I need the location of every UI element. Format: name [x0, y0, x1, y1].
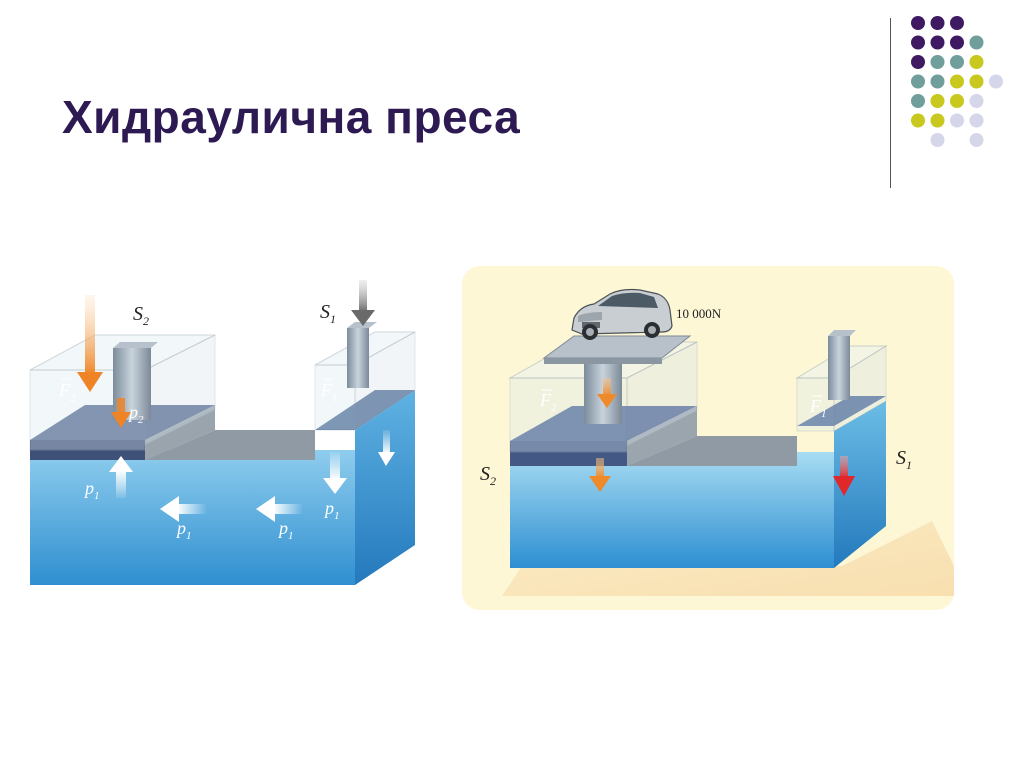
- decorative-dot: [950, 113, 964, 128]
- decorative-dot: [950, 74, 964, 89]
- decorative-dot: [930, 55, 945, 69]
- decorative-dot: [930, 16, 945, 30]
- label-p1-up: p1: [83, 478, 100, 502]
- decorative-dot: [950, 16, 964, 30]
- label-p2: p2: [127, 402, 144, 426]
- hydraulic-press-diagram-right: 10 000N F2 F1 S2 S1: [462, 266, 954, 610]
- decorative-dot: [950, 94, 964, 108]
- decorative-dot: [969, 35, 984, 50]
- decorative-dot: [969, 55, 984, 69]
- decorative-dot: [930, 133, 945, 147]
- decorative-dot: [930, 113, 945, 128]
- decorative-dot: [930, 74, 945, 89]
- decorative-dot: [950, 55, 964, 69]
- label-f1: F1: [320, 380, 338, 404]
- label-s2: S2: [133, 303, 149, 328]
- decorative-dot: [911, 55, 925, 69]
- label-f2: F2: [539, 390, 557, 414]
- label-s2: S2: [480, 463, 496, 488]
- decorative-dot: [969, 74, 984, 89]
- car-icon: [571, 288, 673, 340]
- label-p1-left-b: p1: [277, 518, 294, 542]
- decorative-dot: [911, 113, 925, 128]
- label-s1: S1: [320, 301, 336, 326]
- weight-label: 10 000N: [676, 306, 722, 321]
- decorative-dot: [911, 35, 925, 50]
- divider-line: [890, 18, 891, 188]
- decorative-dot: [911, 74, 925, 89]
- hydraulic-press-diagram-left: S2 S1 F2 F1 p2 p1 p1 p1 p1: [29, 280, 416, 585]
- label-s1: S1: [896, 447, 912, 472]
- decorative-dot: [989, 74, 1003, 89]
- decorative-dot: [969, 113, 984, 128]
- decorative-dot: [969, 133, 984, 147]
- decorative-dot: [950, 35, 964, 50]
- decorative-dot: [969, 94, 984, 108]
- label-f1: F1: [809, 396, 827, 420]
- decorative-dot: [911, 16, 925, 30]
- decorative-dot: [930, 94, 945, 108]
- decorative-dot: [930, 35, 945, 50]
- label-p1-left-a: p1: [175, 518, 192, 542]
- slide-title: Хидраулична преса: [62, 91, 521, 143]
- decorative-dot-grid: [911, 16, 1003, 147]
- label-p1-down: p1: [323, 498, 340, 522]
- decorative-dot: [911, 94, 925, 108]
- label-f2: F2: [58, 380, 76, 404]
